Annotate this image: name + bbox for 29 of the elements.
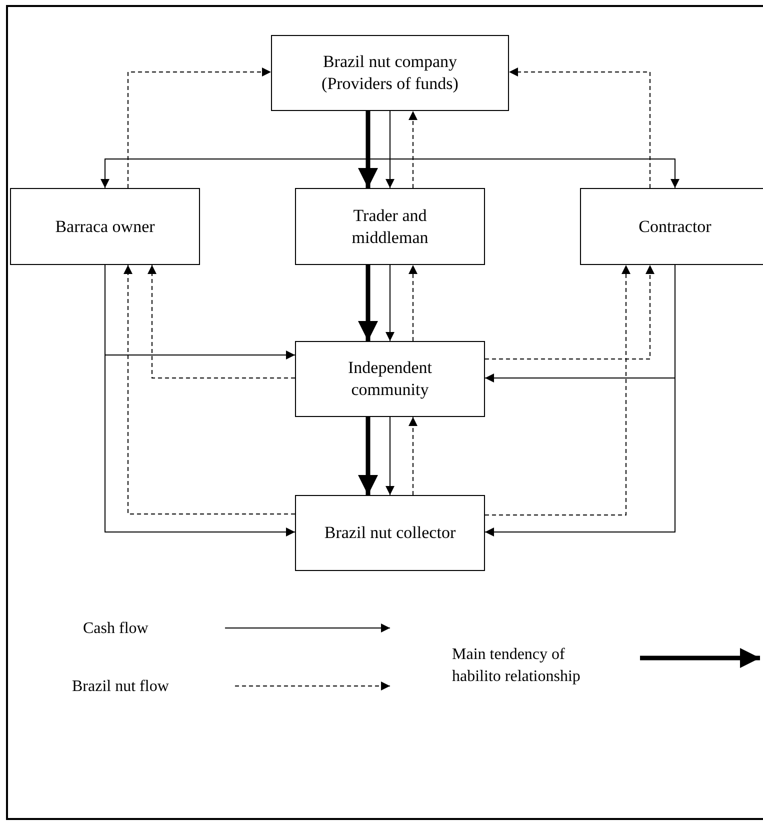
process-box xyxy=(10,188,200,265)
legend-label: Cash flow xyxy=(83,619,148,639)
process-box xyxy=(295,495,485,571)
thick-arrow xyxy=(358,111,378,188)
dashed-arrow xyxy=(408,110,418,188)
arrow xyxy=(386,416,394,496)
box-label: Contractor xyxy=(638,216,712,238)
dashed-arrow xyxy=(508,68,650,188)
process-box xyxy=(295,341,485,417)
box-label: Trader and middleman xyxy=(350,204,430,248)
legend-label: Main tendency of habilito relationship xyxy=(452,645,582,687)
arrow xyxy=(386,264,394,342)
dashed-arrow xyxy=(484,264,654,360)
box-label: Brazil nut collector xyxy=(323,522,457,544)
box-label: Barraca owner xyxy=(54,216,156,238)
process-box xyxy=(580,188,763,265)
process-box xyxy=(295,188,485,265)
box-label: Independent community xyxy=(346,357,434,401)
thick-arrow xyxy=(358,417,378,495)
dashed-arrow xyxy=(408,264,418,342)
thick-arrow xyxy=(358,265,378,341)
dashed-arrow xyxy=(124,264,296,514)
box-label: Brazil nut company (Providers of funds) xyxy=(320,51,460,95)
dashed-arrow xyxy=(148,264,296,378)
dashed-arrow xyxy=(128,68,272,188)
dashed-arrow xyxy=(484,264,630,516)
dashed-arrow xyxy=(408,416,418,496)
process-box xyxy=(271,35,509,111)
legend-label: Brazil nut flow xyxy=(72,677,169,697)
